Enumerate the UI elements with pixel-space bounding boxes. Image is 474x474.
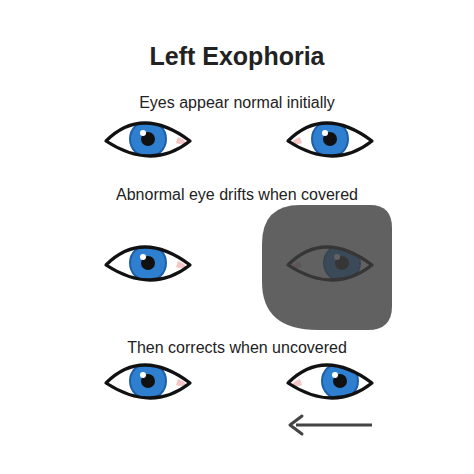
eye-right-patient: [106, 245, 190, 281]
correction-arrow: [290, 416, 372, 434]
step-caption: Then corrects when uncovered: [127, 339, 347, 357]
eye-right-patient: [106, 363, 190, 399]
step-caption: Eyes appear normal initially: [139, 94, 335, 112]
eye-left-patient: [288, 363, 372, 399]
step-caption: Abnormal eye drifts when covered: [116, 186, 358, 204]
diagram-title: Left Exophoria: [149, 42, 324, 71]
eye-left-patient: [288, 121, 372, 157]
occluder-cover: [262, 205, 392, 330]
eye-right-patient: [106, 121, 190, 157]
